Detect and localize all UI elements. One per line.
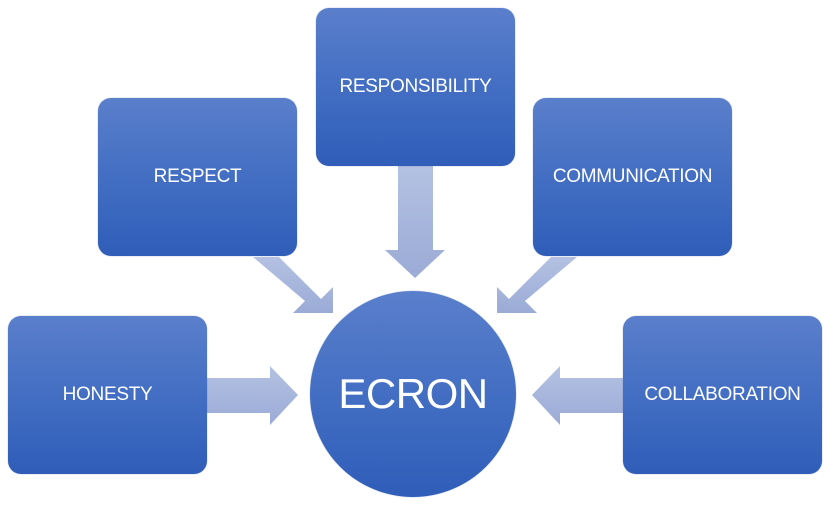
node-label: HONESTY [62,384,153,405]
node-label: RESPONSIBILITY [339,76,492,97]
arrow-communication-to-center [497,257,577,313]
center-label: ECRON [338,370,488,417]
center-node-ecron: ECRON [310,291,516,497]
node-label: COLLABORATION [644,384,801,405]
node-collaboration: COLLABORATION [623,316,822,474]
node-responsibility: RESPONSIBILITY [316,8,515,166]
arrow-respect-to-center [253,257,333,313]
arrow-responsibility-to-center [385,166,445,278]
node-label: COMMUNICATION [552,166,713,187]
node-communication: COMMUNICATION [533,98,732,256]
arrow-collaboration-to-center [532,366,623,425]
arrow-honesty-to-center [207,366,298,425]
node-label: RESPECT [153,166,242,187]
node-respect: RESPECT [98,98,297,256]
node-honesty: HONESTY [8,316,207,474]
